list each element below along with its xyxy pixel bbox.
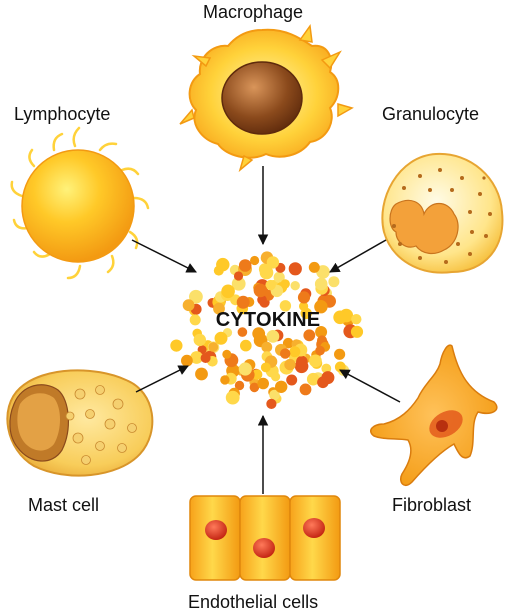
cytokine-particle: [260, 362, 271, 373]
cytokine-particle: [273, 271, 285, 283]
cytokine-particle: [350, 325, 364, 338]
cytokine-label: CYTOKINE: [215, 309, 321, 331]
cytokine-particle: [189, 289, 203, 304]
cytokine-particle: [269, 389, 280, 401]
cytokine-particle: [259, 265, 274, 280]
fibroblast-cell: [370, 344, 498, 486]
cytokine-particle: [214, 331, 228, 345]
macrophage-cell: [179, 24, 354, 173]
fibroblast-label: Fibroblast: [392, 495, 472, 515]
arrow-from-fibroblast: [339, 369, 401, 403]
cytokine-particle: [288, 262, 302, 276]
cytokine-particle: [249, 382, 260, 393]
arrows: [131, 166, 401, 494]
cytokine-particle: [333, 310, 347, 325]
cytokine-particle: [197, 345, 207, 355]
cytokine-particle: [306, 372, 320, 386]
arrow-from-lymphocyte: [131, 239, 197, 273]
cytokine-particle: [328, 276, 340, 288]
cytokine-particle: [213, 265, 224, 276]
cytokine-particle: [289, 346, 301, 358]
arrow-from-mast-cell: [135, 365, 189, 393]
arrow-from-granulocyte: [329, 239, 387, 273]
cytokine-particle: [251, 369, 263, 380]
cytokine-particle: [234, 380, 245, 391]
cytokine-particle: [266, 398, 277, 409]
cytokine-particle: [279, 300, 292, 312]
cytokine-particle: [296, 355, 308, 368]
cytokine-particle: [351, 314, 362, 325]
cytokine-particle: [193, 333, 206, 347]
cytokine-particle: [250, 255, 260, 266]
cytokine-particle: [257, 377, 270, 390]
cytokine-particle: [275, 380, 288, 393]
cytokine-particle: [200, 353, 211, 363]
cytokine-particle: [266, 330, 280, 343]
cytokine-particle: [220, 375, 230, 385]
cytokine-particle: [317, 376, 329, 389]
cytokine-particle: [284, 358, 296, 371]
cytokine-particle: [314, 277, 328, 291]
cytokine-particle: [170, 339, 183, 352]
cytokine-particle: [190, 351, 204, 364]
cytokine-particle: [314, 300, 328, 314]
cytokine-particle: [265, 279, 276, 291]
cytokine-particle: [299, 383, 312, 396]
cytokine-particle: [309, 354, 322, 368]
cytokine-particle: [182, 299, 195, 312]
granulocyte-label: Granulocyte: [382, 104, 480, 124]
cytokine-particle: [315, 326, 328, 338]
macrophage-label: Macrophage: [203, 2, 304, 22]
cytokine-particle: [237, 327, 248, 337]
lymphocyte-label: Lymphocyte: [14, 104, 111, 124]
cytokine-particle: [231, 276, 246, 291]
endothelial-cells: [189, 495, 341, 581]
cytokine-particle: [308, 261, 320, 273]
cytokine-particle: [257, 295, 267, 305]
cytokine-particle: [195, 367, 208, 381]
cytokine-particle: [321, 363, 332, 374]
cytokine-particle: [221, 284, 235, 299]
cytokine-particle: [240, 339, 252, 352]
mast-cell-label: Mast cell: [28, 495, 100, 515]
cytokine-particle: [303, 329, 316, 342]
cytokine-particle: [297, 291, 311, 304]
granulocyte-cell: [381, 152, 504, 274]
cytokine-particle: [238, 259, 252, 272]
cytokine-particle: [286, 374, 298, 386]
cytokine-particle: [334, 348, 346, 360]
cytokine-particle: [213, 302, 225, 315]
cytokine-particle: [261, 341, 273, 353]
cytokine-particles: [170, 251, 364, 409]
lymphocyte-cell: [10, 126, 150, 280]
cytokine-particle: [271, 372, 281, 382]
cytokine-particle: [253, 283, 268, 298]
cytokine-particle: [222, 349, 232, 359]
cytokine-particle: [225, 390, 240, 405]
cytokine-particle: [236, 295, 250, 309]
cytokine-particle: [181, 354, 193, 367]
cytokine-particle: [282, 337, 294, 349]
cytokine-particle: [233, 271, 244, 281]
cytokine-particle: [280, 348, 291, 359]
mast-cell: [6, 369, 154, 477]
cytokine-particle: [290, 281, 300, 291]
cytokine-particle: [299, 301, 309, 311]
cytokine-particle: [238, 362, 252, 376]
cytokine-particle: [266, 256, 280, 269]
endothelial-label: Endothelial cells: [188, 592, 319, 612]
cytokine-particle: [208, 342, 219, 352]
cytokine-particle: [189, 314, 201, 326]
cytokine-particle: [315, 345, 325, 356]
